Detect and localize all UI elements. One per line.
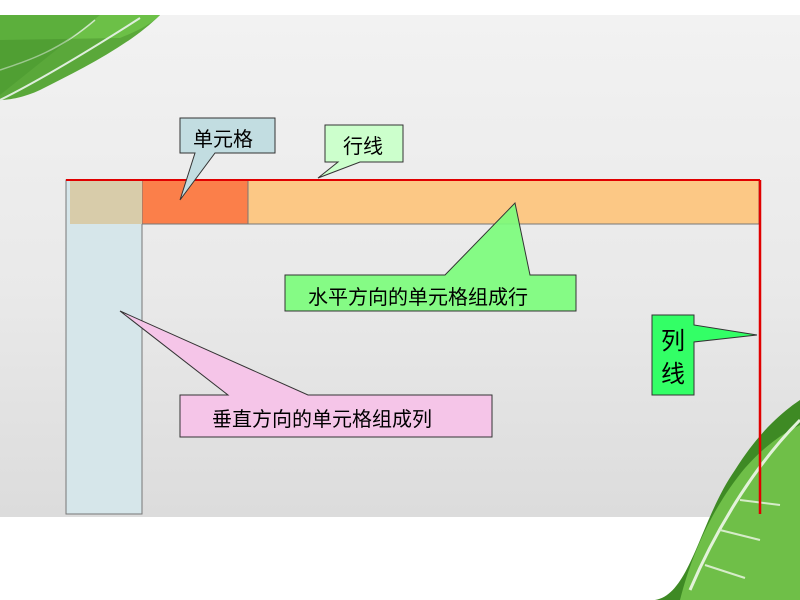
row-desc-callout-shape bbox=[284, 201, 577, 312]
column-block bbox=[65, 179, 143, 515]
column-line-label-char2: 线 bbox=[661, 360, 685, 388]
cell-label: 单元格 bbox=[193, 127, 253, 151]
col-desc-label: 垂直方向的单元格组成列 bbox=[212, 407, 432, 431]
highlighted-cell bbox=[141, 179, 249, 225]
cell-callout-shape bbox=[179, 117, 276, 201]
leaf-decoration-bottom-right bbox=[655, 400, 800, 600]
corner-cell bbox=[70, 180, 142, 224]
leaf-decoration-top-left bbox=[0, 15, 160, 101]
col-line-callout-shape bbox=[651, 314, 758, 396]
row-desc-label: 水平方向的单元格组成行 bbox=[308, 285, 528, 309]
column-line-label-char1: 列 bbox=[661, 327, 685, 355]
row-line-callout-shape bbox=[317, 124, 404, 179]
row-line-label: 行线 bbox=[343, 134, 383, 158]
col-desc-callout-shape bbox=[119, 310, 493, 438]
